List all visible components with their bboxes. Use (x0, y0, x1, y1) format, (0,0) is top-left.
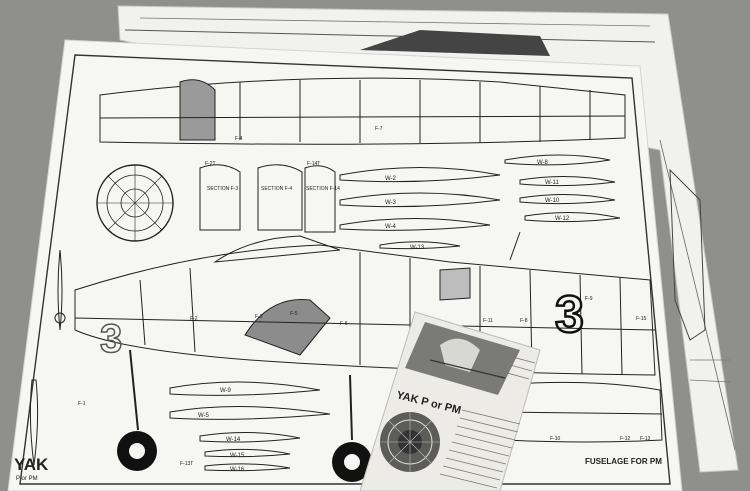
top-fuselage-drawing (99, 77, 626, 145)
rib-label: W-10 (545, 198, 560, 204)
former-label: F-2 (190, 316, 198, 322)
former-label: F-11 (483, 318, 493, 324)
former-label: F-8 (520, 318, 528, 324)
cowl-number: 3 (100, 317, 122, 361)
rib-label: W-14 (226, 437, 241, 443)
rib-label: W-5 (198, 413, 210, 419)
former-label: F-2T (205, 161, 216, 167)
front-plan-sheet: YAK P or PM FUSELAGE FOR PM 3 3 SECTION … (7, 39, 683, 491)
wing-ribs (339, 154, 621, 250)
section-label: SECTION F-14 (306, 186, 340, 192)
former-label: F-10 (550, 436, 561, 442)
fuselage-caption: FUSELAGE FOR PM (585, 457, 662, 466)
propeller-drawing (29, 249, 66, 466)
spinner-front-view (96, 164, 174, 242)
rib-label: W-11 (545, 180, 559, 186)
former-label: F-13 (640, 436, 651, 442)
rib-label: W-3 (385, 200, 397, 206)
rib-label: W-12 (555, 216, 570, 222)
section-label: SECTION F-4 (261, 186, 292, 192)
former-label: F-12 (620, 436, 631, 442)
section-label: SECTION F-3 (207, 186, 238, 192)
former-label: F-7 (375, 126, 383, 132)
former-label: F-14T (307, 161, 320, 167)
plan-subtitle: P or PM (16, 476, 38, 482)
rib-label: W-15 (230, 453, 245, 459)
rib-label: W-4 (385, 224, 397, 230)
rib-label: W-13 (410, 245, 425, 251)
former-label: F-9 (585, 296, 593, 302)
former-label: F-4 (235, 136, 243, 142)
former-label: F-1 (78, 401, 86, 407)
article-text-lines (439, 354, 536, 489)
rib-label: W-9 (220, 388, 232, 394)
rib-label: W-2 (385, 176, 397, 182)
former-label: F-13T (180, 461, 193, 467)
rib-label: W-8 (537, 160, 549, 166)
former-label: F-5 (290, 311, 298, 317)
former-label: F-3 (255, 314, 263, 320)
former-label: F-15 (636, 316, 647, 322)
former-label: F-6 (340, 321, 348, 327)
section-formers (199, 164, 336, 233)
lower-fuselage-drawing (499, 381, 663, 443)
landing-gear-drawing (117, 349, 372, 482)
article-engine-photo (380, 412, 440, 472)
plan-title: YAK (14, 455, 49, 474)
magazine-article: YAK P or PM (359, 311, 541, 491)
side-fuselage-drawing (74, 231, 656, 376)
fuselage-number: 3 (555, 286, 584, 344)
rib-label: W-16 (230, 467, 245, 473)
lower-wing-ribs (169, 381, 331, 472)
